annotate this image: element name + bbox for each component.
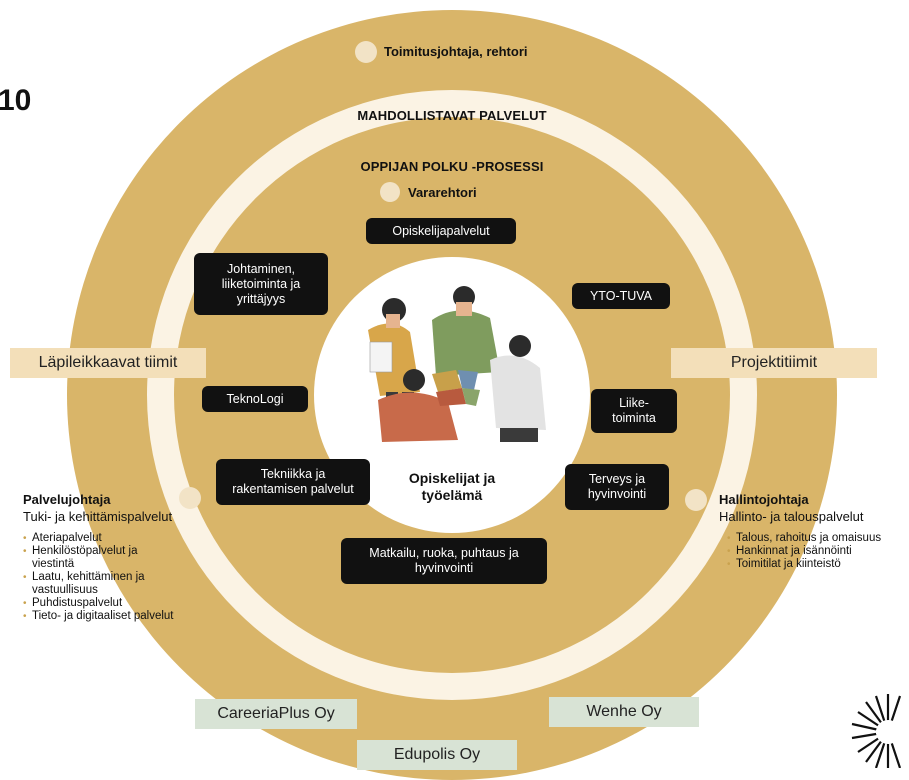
vice-rector-label: Vararehtori [408,185,477,200]
leader-dot [355,41,377,63]
unit-opiskelijapalvelut[interactable]: Opiskelijapalvelut [366,218,516,244]
left-panel-dot [179,487,201,509]
learner-path-title: OPPIJAN POLKU -PROSESSI [360,159,544,174]
center-label-line2: työelämä [421,487,483,503]
project-teams-tag[interactable]: Projektitiimit [671,348,877,378]
company-edupolis[interactable]: Edupolis Oy [357,740,517,770]
center-label-line1: Opiskelijat ja [408,470,496,486]
unit-johtaminen[interactable]: Johtaminen, liiketoiminta ja yrittäjyys [194,253,328,315]
enabling-services-title: MAHDOLLISTAVAT PALVELUT [357,108,547,123]
vice-rector-dot [380,182,400,202]
right-panel: Hallintojohtaja Hallinto- ja talouspalve… [719,492,909,571]
unit-liiketoiminta[interactable]: Liike-toiminta [591,389,677,433]
list-item: Puhdistuspalvelut [23,597,223,610]
list-item: Toimitilat ja kiinteistö [727,558,909,571]
unit-tekniikka[interactable]: Tekniikka ja rakentamisen palvelut [216,459,370,505]
left-panel: Palvelujohtaja Tuki- ja kehittämispalvel… [23,492,223,623]
right-panel-title: Hallintojohtaja [719,492,809,507]
list-item: Tieto- ja digitaaliset palvelut [23,610,223,623]
page-number: 10 [0,84,32,117]
list-item: Henkilöstöpalvelut ja viestintä [23,545,182,571]
company-wenhe[interactable]: Wenhe Oy [549,697,699,727]
unit-terveys[interactable]: Terveys ja hyvinvointi [565,464,669,510]
company-careeria-plus[interactable]: CareeriaPlus Oy [195,699,357,729]
outer-leader-label: Toimitusjohtaja, rehtori [384,44,528,59]
logo-sunburst-icon [851,694,909,768]
cross-teams-tag[interactable]: Läpileikkaavat tiimit [10,348,206,378]
list-item: Talous, rahoitus ja omaisuus [727,532,909,545]
unit-yto-tuva[interactable]: YTO-TUVA [572,283,670,309]
right-panel-dot [685,489,707,511]
left-panel-subtitle: Tuki- ja kehittämispalvelut [23,509,173,524]
right-panel-list: Talous, rahoitus ja omaisuus Hankinnat j… [727,532,909,571]
left-panel-title: Palvelujohtaja [23,492,111,507]
list-item: Laatu, kehittäminen ja vastuullisuus [23,571,192,597]
students-illustration [368,286,546,442]
list-item: Hankinnat ja isännöinti [727,545,909,558]
right-panel-subtitle: Hallinto- ja talouspalvelut [719,509,864,524]
left-panel-list: Ateriapalvelut Henkilöstöpalvelut ja vie… [23,532,223,623]
list-item: Ateriapalvelut [23,532,223,545]
unit-teknologi[interactable]: TeknoLogi [202,386,308,412]
unit-matkailu[interactable]: Matkailu, ruoka, puhtaus ja hyvinvointi [341,538,547,584]
